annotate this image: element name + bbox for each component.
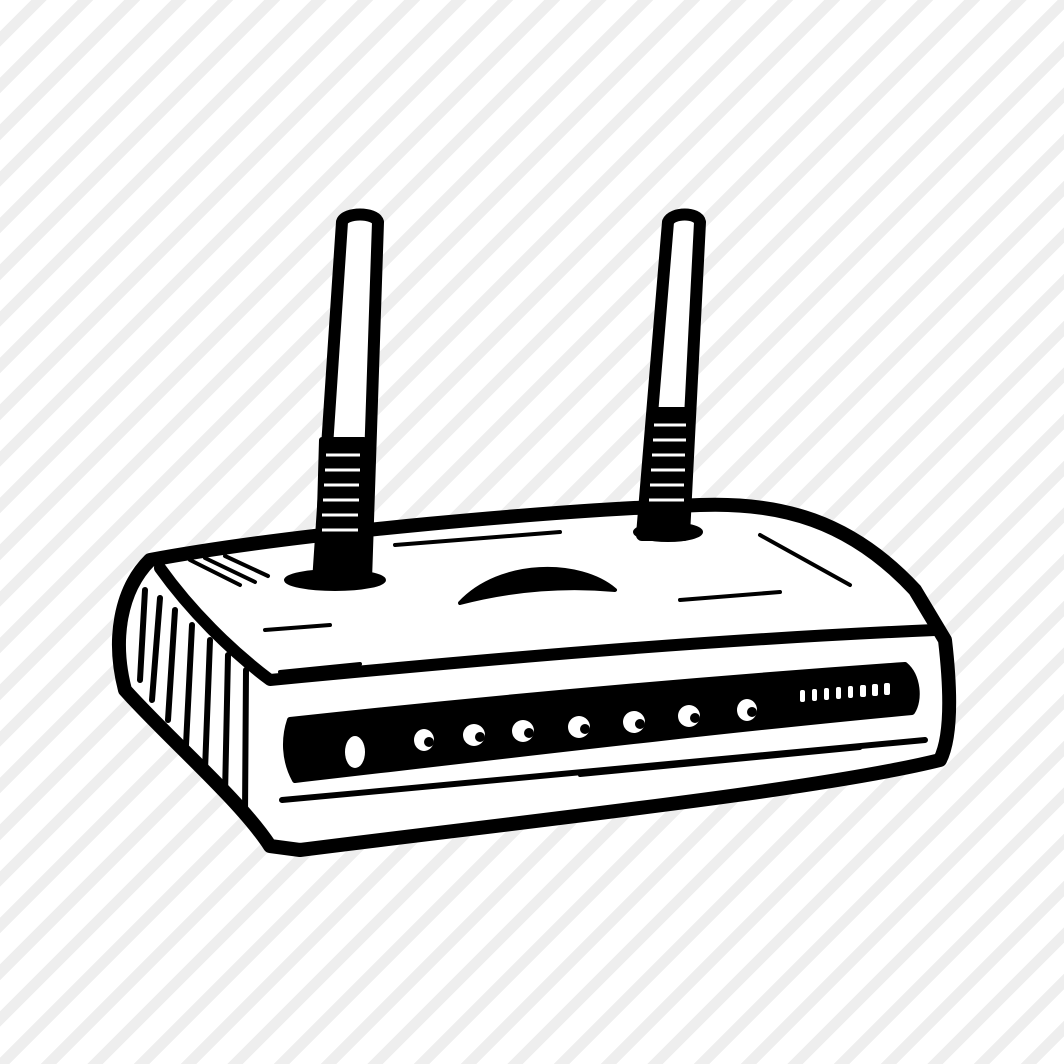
power-indicator bbox=[345, 736, 365, 768]
top-vent bbox=[458, 566, 617, 605]
side-vents bbox=[137, 587, 249, 818]
router-body bbox=[111, 497, 957, 857]
top-hatching bbox=[188, 530, 852, 674]
status-leds bbox=[800, 683, 890, 702]
antenna-left bbox=[312, 208, 384, 588]
antenna-right bbox=[636, 208, 706, 541]
